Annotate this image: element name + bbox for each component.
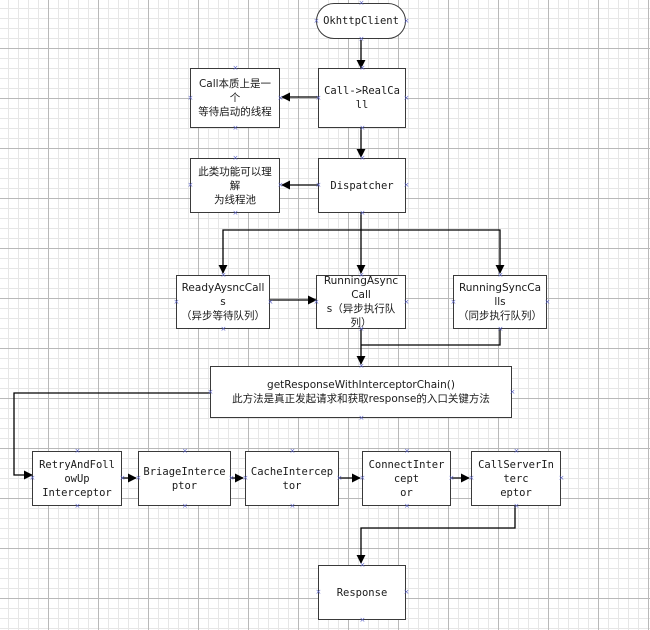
connection-point-icon: × bbox=[513, 446, 520, 455]
arrow-dispatcher-to-ready bbox=[218, 229, 361, 274]
connection-point-icon: × bbox=[187, 181, 194, 189]
connection-point-icon: × bbox=[315, 93, 322, 102]
connection-point-icon: × bbox=[358, 324, 365, 333]
connection-point-icon: × bbox=[207, 387, 214, 396]
connection-point-icon: × bbox=[448, 474, 455, 482]
connection-point-icon: × bbox=[315, 181, 322, 189]
connection-point-icon: × bbox=[497, 324, 504, 333]
get-response-node: getResponseWithInterceptorChain() 此方法是真正… bbox=[210, 366, 512, 418]
dispatcher-note-node: 此类功能可以理解 为线程池 bbox=[190, 158, 280, 213]
connection-point-icon: × bbox=[289, 501, 296, 510]
connection-point-icon: × bbox=[404, 446, 410, 455]
connection-point-icon: × bbox=[232, 123, 239, 132]
connection-point-icon: × bbox=[358, 361, 365, 370]
connection-point-icon: × bbox=[403, 181, 410, 189]
connection-point-icon: × bbox=[289, 446, 296, 455]
connection-point-icon: × bbox=[277, 181, 284, 189]
connection-point-icon: × bbox=[359, 153, 366, 162]
connection-point-icon: × bbox=[29, 474, 36, 482]
arrow-callserver-to-response bbox=[356, 506, 516, 564]
connection-point-icon: × bbox=[359, 123, 366, 132]
connection-point-icon: × bbox=[232, 208, 239, 217]
running-sync-node: RunningSyncCalls （同步执行队列） bbox=[453, 275, 547, 329]
dispatcher-node: Dispatcher bbox=[318, 158, 406, 213]
connection-point-icon: × bbox=[358, 413, 365, 422]
connection-point-icon: × bbox=[403, 588, 410, 596]
connection-point-icon: × bbox=[267, 297, 274, 306]
connection-point-icon: × bbox=[336, 474, 343, 482]
line-sync-to-merge bbox=[361, 328, 501, 346]
retry-interceptor-node: RetryAndFollowUp Interceptor bbox=[32, 451, 122, 506]
response-node: Response bbox=[318, 565, 406, 620]
connection-point-icon: × bbox=[359, 63, 366, 72]
arrow-dispatcher-to-sync bbox=[361, 229, 505, 274]
connection-point-icon: × bbox=[450, 297, 457, 306]
connection-point-icon: × bbox=[187, 93, 194, 102]
okhttp-client-node: OkhttpClient bbox=[316, 3, 406, 39]
connection-point-icon: × bbox=[358, 270, 365, 279]
connection-point-icon: × bbox=[277, 93, 284, 102]
connection-point-icon: × bbox=[74, 446, 81, 455]
connection-point-icon: × bbox=[313, 16, 320, 25]
connection-point-icon: × bbox=[74, 501, 81, 510]
connection-point-icon: × bbox=[173, 297, 180, 306]
connection-point-icon: × bbox=[403, 93, 410, 102]
connection-point-icon: × bbox=[359, 615, 366, 624]
ready-async-node: ReadyAysncCalls （异步等待队列） bbox=[176, 275, 270, 329]
connection-point-icon: × bbox=[359, 560, 366, 569]
connection-point-icon: × bbox=[513, 501, 520, 510]
connection-point-icon: × bbox=[228, 474, 235, 482]
callserver-interceptor-node: CallServerInterc eptor bbox=[471, 451, 561, 506]
running-async-node: RunningAsyncCall s（异步执行队 列） bbox=[316, 275, 406, 329]
connection-point-icon: × bbox=[558, 474, 565, 482]
connection-point-icon: × bbox=[544, 297, 551, 306]
connect-interceptor-node: ConnectIntercept or bbox=[362, 451, 451, 506]
connection-point-icon: × bbox=[135, 474, 142, 482]
call-note-node: Call本质上是一个 等待启动的线程 bbox=[190, 68, 280, 128]
connection-point-icon: × bbox=[182, 446, 188, 455]
connection-point-icon: × bbox=[497, 270, 504, 279]
connection-point-icon: × bbox=[313, 297, 320, 306]
connection-point-icon: × bbox=[359, 208, 366, 217]
arrow-getresponse-to-retry bbox=[13, 392, 210, 480]
connection-point-icon: × bbox=[403, 297, 410, 306]
realcall-node: Call->RealCall bbox=[318, 68, 406, 128]
connection-point-icon: × bbox=[315, 588, 322, 596]
connection-point-icon: × bbox=[242, 474, 249, 482]
connection-point-icon: × bbox=[358, 34, 365, 43]
bridge-interceptor-node: BriageInterceptor bbox=[138, 451, 231, 506]
connection-point-icon: × bbox=[359, 474, 366, 482]
connection-point-icon: × bbox=[232, 63, 239, 72]
cache-interceptor-node: CacheInterceptor bbox=[245, 451, 339, 506]
connection-point-icon: × bbox=[403, 16, 410, 25]
connection-point-icon: × bbox=[232, 153, 239, 162]
connection-point-icon: × bbox=[404, 501, 410, 510]
connection-point-icon: × bbox=[220, 270, 227, 279]
connection-point-icon: × bbox=[468, 474, 475, 482]
connection-point-icon: × bbox=[220, 324, 227, 333]
connection-point-icon: × bbox=[358, 0, 365, 7]
connection-point-icon: × bbox=[182, 501, 188, 510]
connection-point-icon: × bbox=[509, 387, 516, 396]
connection-point-icon: × bbox=[119, 474, 126, 482]
